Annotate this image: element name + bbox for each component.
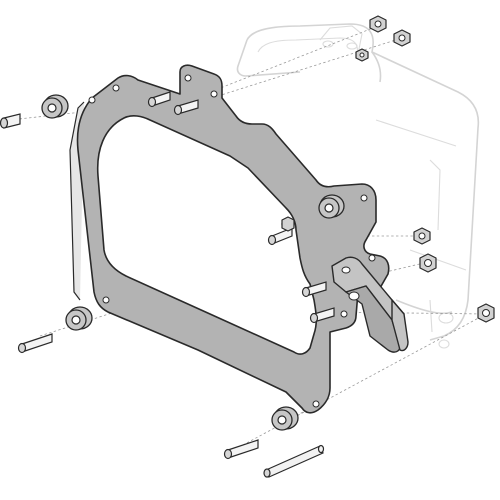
- frame-hole: [88, 96, 96, 104]
- rubber-spacer: [271, 406, 299, 431]
- side-carrier-frame: [69, 64, 390, 414]
- bracket-hole: [341, 266, 351, 274]
- bolt: [17, 333, 53, 354]
- frame-hole: [184, 74, 192, 82]
- frame-hole: [312, 400, 320, 408]
- nut: [419, 253, 437, 273]
- frame-hole: [360, 194, 368, 202]
- bolt: [309, 307, 335, 324]
- nut: [393, 29, 411, 47]
- rubber-spacer: [41, 94, 69, 119]
- frame-hole: [368, 254, 376, 262]
- nut: [413, 227, 431, 245]
- bolt: [173, 99, 199, 116]
- nut: [281, 216, 295, 232]
- bolt: [0, 113, 21, 129]
- nut: [355, 48, 369, 62]
- frame-hole: [210, 90, 218, 98]
- rubber-spacer: [318, 194, 345, 219]
- bolt: [267, 227, 293, 246]
- frame-hole: [340, 310, 348, 318]
- rubber-spacer: [65, 306, 93, 331]
- frame-hole: [112, 84, 120, 92]
- pannier-case-ghost: [222, 23, 480, 349]
- frame-hole: [102, 296, 110, 304]
- pin: [263, 444, 325, 478]
- nut: [369, 15, 387, 33]
- mounting-bracket: [331, 256, 409, 353]
- bolt: [301, 281, 327, 298]
- nut: [477, 303, 495, 323]
- bolt: [147, 91, 171, 108]
- bracket-hole: [348, 291, 360, 301]
- bolt: [223, 439, 259, 460]
